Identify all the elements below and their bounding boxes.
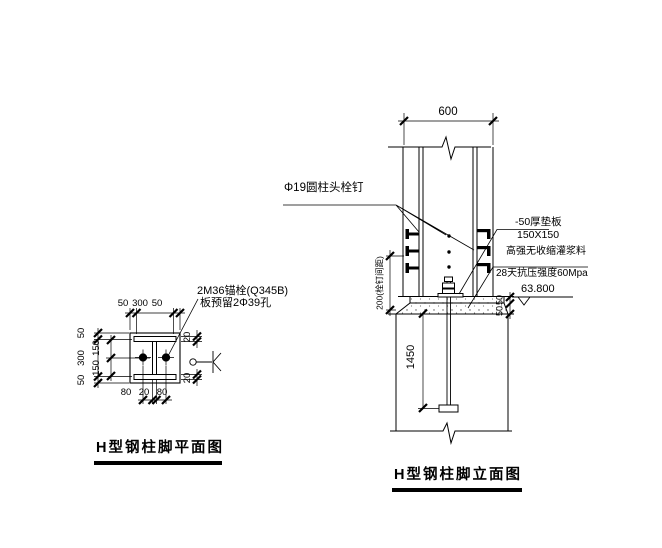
plan-dim-right-20a: 20 xyxy=(182,331,194,343)
plan-dim-right-20b: 20 xyxy=(182,372,194,384)
elev-dim-stud-spacing: 200(栓钉间距) xyxy=(374,256,385,310)
plan-dim-bottom-20: 20 xyxy=(138,387,150,399)
plan-anchor-note-line1: 2M36锚栓(Q345B) xyxy=(197,285,289,297)
plan-dim-left-50b: 50 xyxy=(76,374,88,386)
plan-title-underline xyxy=(94,461,222,465)
plan-dimension-ticks xyxy=(93,308,202,405)
elev-column xyxy=(388,135,494,297)
plan-anchor-note-line2: 板预留2Φ39孔 xyxy=(200,297,272,309)
elev-view-title: H型钢柱脚立面图 xyxy=(394,467,522,483)
elev-pad-note-line1: -50厚垫板 xyxy=(515,216,562,228)
elev-title-underline xyxy=(392,488,522,492)
elev-dimension-lines xyxy=(386,113,511,409)
elev-dim-1450: 1450 xyxy=(405,344,418,370)
plan-target-symbol xyxy=(189,351,222,373)
plan-anchor-bolts xyxy=(135,349,174,366)
elev-level-value: 63.800 xyxy=(521,283,555,295)
plan-dim-left-50a: 50 xyxy=(76,327,88,339)
plan-dim-top-300: 300 xyxy=(132,298,148,310)
elev-anchor-bolt xyxy=(437,276,464,413)
elev-note-leaders xyxy=(458,229,588,309)
plan-dim-inner-150b: 150 xyxy=(91,360,103,376)
elev-stud-note: Φ19圆柱头栓钉 xyxy=(284,182,364,194)
plan-dim-bottom-80b: 80 xyxy=(156,387,168,399)
plan-note-leader xyxy=(167,298,199,357)
elev-grout-note-line1: 高强无收缩灌浆料 xyxy=(506,246,586,257)
plan-dim-bottom-80a: 80 xyxy=(120,387,132,399)
plan-dim-inner-150a: 150 xyxy=(91,340,103,356)
elev-level-mark xyxy=(512,296,573,306)
plan-dim-top-50b: 50 xyxy=(151,298,163,310)
elev-dim-600: 600 xyxy=(438,105,458,118)
break-line-top xyxy=(388,135,491,161)
elev-dim-grout-50: 50 xyxy=(494,305,505,317)
elev-grout-note-line2: 28天抗压强度60Mpa xyxy=(496,268,588,279)
elev-pad-note-line2: 150X150 xyxy=(517,229,560,241)
elev-foundation xyxy=(390,314,512,445)
elev-dimension-ticks xyxy=(385,116,515,413)
plan-dim-left-300: 300 xyxy=(76,350,88,366)
elev-stud-note-leader xyxy=(283,204,475,251)
plan-dim-top-50a: 50 xyxy=(117,298,129,310)
elev-dim-pad-50: 50 xyxy=(494,294,505,306)
plan-view-title: H型钢柱脚平面图 xyxy=(96,440,224,456)
plan-h-section xyxy=(133,336,177,380)
elev-studs xyxy=(405,229,491,273)
break-line-bottom xyxy=(390,421,512,445)
